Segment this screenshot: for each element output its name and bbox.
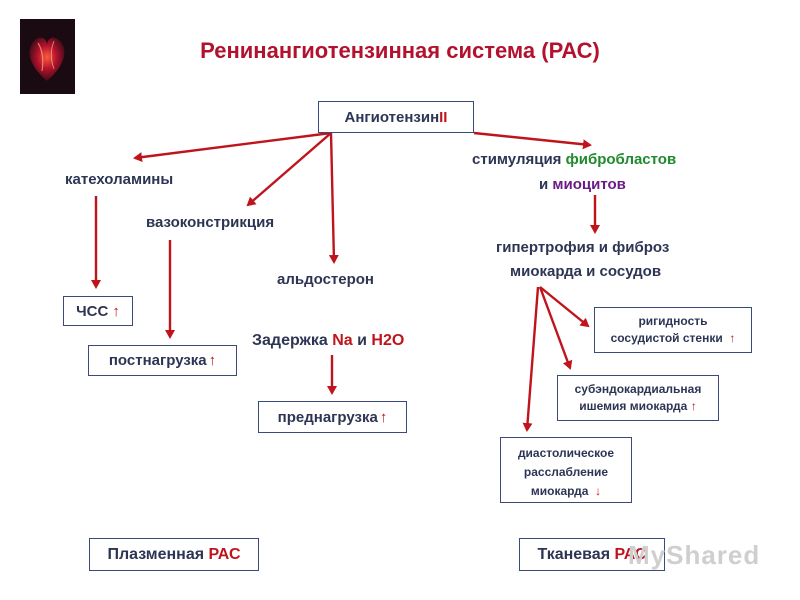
plasma-ras-label: Плазменная [107, 545, 205, 563]
chss-box: ЧСС↑ [63, 296, 133, 326]
arrow-to-stimulation [473, 131, 592, 150]
plasma-ras-box: Плазменная РАС [89, 538, 259, 571]
arrow-down-icon: ↓ [595, 484, 602, 498]
rigidity-label-line2: сосудистой стенки ↑ [610, 331, 736, 345]
catecholamines-label: катехоламины [65, 171, 174, 188]
retention-label: Задержка Na и H2O [252, 332, 405, 349]
preload-label: преднагрузка [277, 408, 378, 426]
arrow-up-icon: ↑ [379, 408, 388, 426]
arrow-to-diastolic [522, 286, 540, 432]
rigidity-label-line1: ригидность [638, 314, 708, 328]
angiotensin-label: Ангиотензин [344, 108, 440, 126]
diastolic-box: диастолическое расслабление миокарда ↓ [500, 437, 632, 503]
arrow-to-aldosterone [328, 132, 339, 264]
tissue-ras-box: Тканевая РАС [519, 538, 665, 571]
arrow-to-catecholamines [133, 131, 332, 163]
arrow-to-ischemia [538, 286, 573, 370]
ischemia-box: субэндокардиальная ишемия миокарда ↑ [557, 375, 719, 421]
tissue-ras-label: Тканевая [537, 545, 611, 563]
page-title: Ренинангиотензинная система (РАС) [200, 38, 600, 63]
chss-label: ЧСС [76, 302, 109, 320]
arrow-up-icon: ↑ [729, 331, 736, 345]
arrow-up-icon: ↑ [112, 302, 120, 320]
stimulation-label-line2: и миоцитов [539, 176, 626, 193]
diastolic-label-line3: миокарда ↓ [530, 484, 602, 498]
ischemia-label-line2: ишемия миокарда ↑ [579, 399, 697, 413]
angiotensin-roman: II [439, 108, 448, 126]
watermark: MyShared [628, 540, 761, 570]
tissue-ras-abbr: РАС [614, 545, 647, 563]
angiotensin-box: Ангиотензин II [318, 101, 474, 133]
hypertrophy-label-line2: миокарда и сосудов [510, 263, 662, 280]
aldosterone-label: альдостерон [277, 271, 374, 288]
stimulation-label-line1: стимуляция фибробластов [472, 151, 677, 168]
diastolic-label-line1: диастолическое [517, 446, 615, 460]
afterload-label: постнагрузка [108, 352, 207, 369]
heart-logo-image [20, 19, 75, 94]
ischemia-label-line1: субэндокардиальная [574, 382, 702, 396]
arrow-up-icon: ↑ [690, 399, 697, 413]
hypertrophy-label-line1: гипертрофия и фиброз [496, 239, 670, 256]
arrow-to-rigidity [539, 286, 590, 328]
afterload-box: постнагрузка↑ [88, 345, 237, 376]
vasoconstriction-label: вазоконстрикция [146, 214, 275, 231]
diastolic-label-line2: расслабление [523, 465, 609, 479]
arrow-to-vasoconstriction [246, 132, 332, 207]
arrow-up-icon: ↑ [208, 352, 217, 369]
preload-box: преднагрузка↑ [258, 401, 407, 433]
rigidity-box: ригидность сосудистой стенки ↑ [594, 307, 752, 353]
plasma-ras-abbr: РАС [208, 545, 241, 563]
